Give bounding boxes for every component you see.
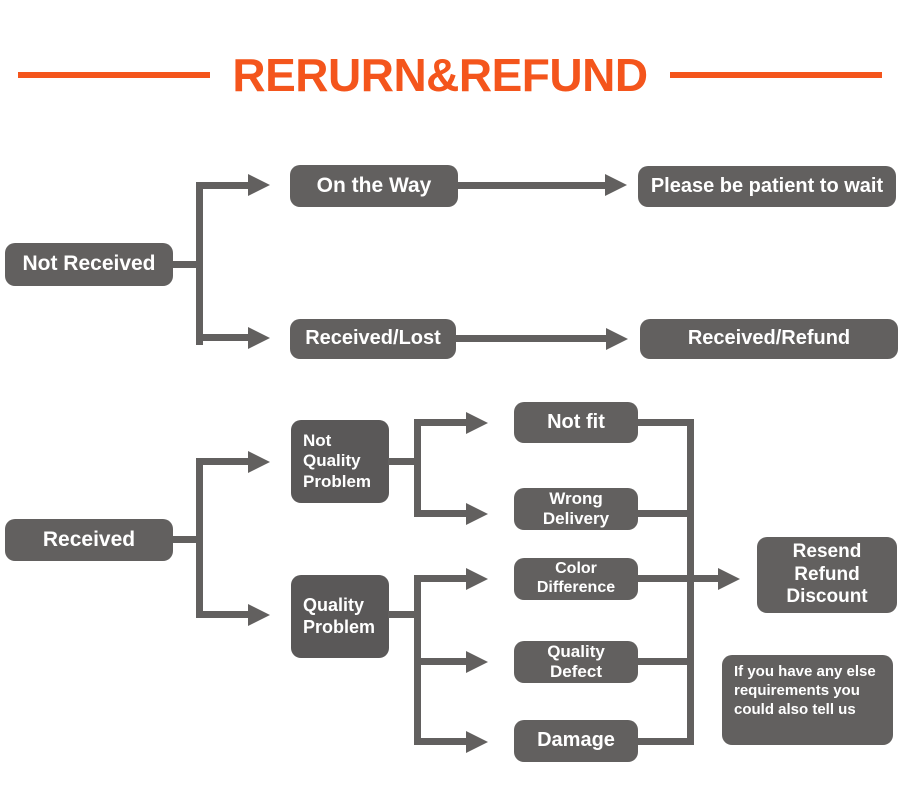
connector-qp-to-color-difference xyxy=(414,575,469,582)
merge-line-damage xyxy=(636,738,694,745)
connector-not-received-stub xyxy=(172,261,200,268)
connector-nqp-to-wrong-delivery xyxy=(414,510,469,517)
arrow-to-damage xyxy=(466,731,488,753)
arrow-to-received-refund xyxy=(606,328,628,350)
connector-to-not-quality-problem xyxy=(196,458,251,465)
connector-received-bus xyxy=(196,458,203,618)
connector-to-quality-problem xyxy=(196,611,251,618)
node-not-received[interactable]: Not Received xyxy=(5,243,173,286)
arrow-to-resolution xyxy=(718,568,740,590)
title-rule-left xyxy=(18,72,211,78)
node-not-quality-problem[interactable]: Not Quality Problem xyxy=(291,420,389,503)
arrow-to-quality-problem xyxy=(248,604,270,626)
arrow-to-please-wait xyxy=(605,174,627,196)
title-rule-right xyxy=(669,72,882,78)
merge-line-quality-defect xyxy=(636,658,694,665)
merge-bus-vertical xyxy=(687,419,694,745)
page-header: RERURN&REFUND xyxy=(0,46,900,104)
node-please-be-patient-to-wait[interactable]: Please be patient to wait xyxy=(638,166,896,207)
node-on-the-way[interactable]: On the Way xyxy=(290,165,458,207)
connector-not-received-bus xyxy=(196,185,203,345)
node-wrong-delivery[interactable]: Wrong Delivery xyxy=(514,488,638,530)
connector-qp-to-damage xyxy=(414,738,469,745)
node-received-refund[interactable]: Received/Refund xyxy=(640,319,898,359)
connector-nqp-stub xyxy=(388,458,418,465)
connector-received-stub xyxy=(172,536,200,543)
node-received-lost[interactable]: Received/Lost xyxy=(290,319,456,359)
node-quality-defect[interactable]: Quality Defect xyxy=(514,641,638,683)
node-resend-refund-discount[interactable]: Resend Refund Discount xyxy=(757,537,897,613)
node-color-difference[interactable]: Color Difference xyxy=(514,558,638,600)
merge-line-wrong-delivery xyxy=(636,510,694,517)
connector-nqp-bus xyxy=(414,419,421,517)
node-quality-problem[interactable]: Quality Problem xyxy=(291,575,389,658)
arrow-to-on-the-way xyxy=(248,174,270,196)
node-received[interactable]: Received xyxy=(5,519,173,561)
connector-nqp-to-not-fit xyxy=(414,419,469,426)
connector-to-received-lost xyxy=(196,334,251,341)
arrow-to-wrong-delivery xyxy=(466,503,488,525)
connector-qp-to-quality-defect xyxy=(414,658,469,665)
connector-on-the-way-to-wait xyxy=(458,182,610,189)
connector-received-lost-to-refund xyxy=(456,335,611,342)
node-damage[interactable]: Damage xyxy=(514,720,638,762)
arrow-to-not-fit xyxy=(466,412,488,434)
page-title: RERURN&REFUND xyxy=(232,49,648,101)
arrow-to-not-quality-problem xyxy=(248,451,270,473)
speech-bubble-note: If you have any else requirements you co… xyxy=(722,655,893,745)
connector-qp-stub xyxy=(388,611,418,618)
merge-line-color-difference xyxy=(636,575,694,582)
node-not-fit[interactable]: Not fit xyxy=(514,402,638,443)
arrow-to-color-difference xyxy=(466,568,488,590)
connector-merge-to-resolution xyxy=(687,575,725,582)
connector-to-on-the-way xyxy=(196,182,251,189)
merge-line-not-fit xyxy=(636,419,694,426)
arrow-to-received-lost xyxy=(248,327,270,349)
arrow-to-quality-defect xyxy=(466,651,488,673)
